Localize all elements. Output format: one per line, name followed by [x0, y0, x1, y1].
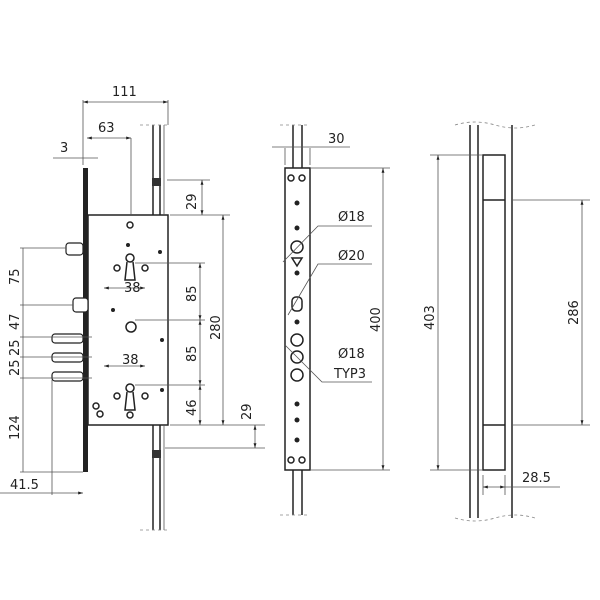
faceplate-front — [83, 168, 88, 472]
dim-286: 286 — [567, 300, 582, 325]
bolts — [51, 242, 89, 382]
dim-28-5: 28.5 — [522, 471, 551, 486]
dim-400: 400 — [369, 307, 384, 332]
dim-124: 124 — [8, 415, 23, 440]
dim-29-bottom: 29 — [240, 403, 255, 420]
dim-280: 280 — [209, 315, 224, 340]
dim-29-top: 29 — [185, 193, 200, 210]
dim-403: 403 — [423, 305, 438, 330]
dim-85-upper: 85 — [185, 285, 200, 302]
dim-38-bottom: 38 — [122, 353, 139, 368]
rods — [140, 124, 170, 531]
dim-3: 3 — [60, 141, 68, 156]
dim-46: 46 — [185, 399, 200, 416]
strike-view: 403 286 28.5 — [423, 121, 590, 522]
dim-47: 47 — [8, 313, 23, 330]
dim-111: 111 — [112, 85, 137, 100]
lock-dimensions — [0, 100, 265, 495]
dim-25-b: 25 — [8, 359, 23, 376]
hole-dia-18: Ø18 — [338, 210, 365, 225]
hole-dia-18-typ: Ø18 — [338, 347, 365, 362]
dim-75: 75 — [8, 268, 23, 285]
hole-typ3-note: TYP3 — [333, 367, 366, 382]
dim-41-5: 41.5 — [10, 478, 39, 493]
dim-63: 63 — [98, 121, 115, 136]
keyhole-top-icon — [113, 253, 149, 281]
dim-25-a: 25 — [8, 339, 23, 356]
keyhole-bottom-icon — [113, 383, 149, 411]
case-holes — [92, 221, 164, 419]
dim-85-lower: 85 — [185, 345, 200, 362]
dim-30: 30 — [328, 132, 345, 147]
faceplate-view: 30 400 Ø18 Ø20 Ø18 TYP3 — [272, 124, 390, 516]
lock-body-view: 111 63 3 29 38 38 85 85 280 46 29 75 47 … — [0, 85, 265, 531]
hole-dia-20: Ø20 — [338, 249, 365, 264]
dim-38-top: 38 — [124, 281, 141, 296]
